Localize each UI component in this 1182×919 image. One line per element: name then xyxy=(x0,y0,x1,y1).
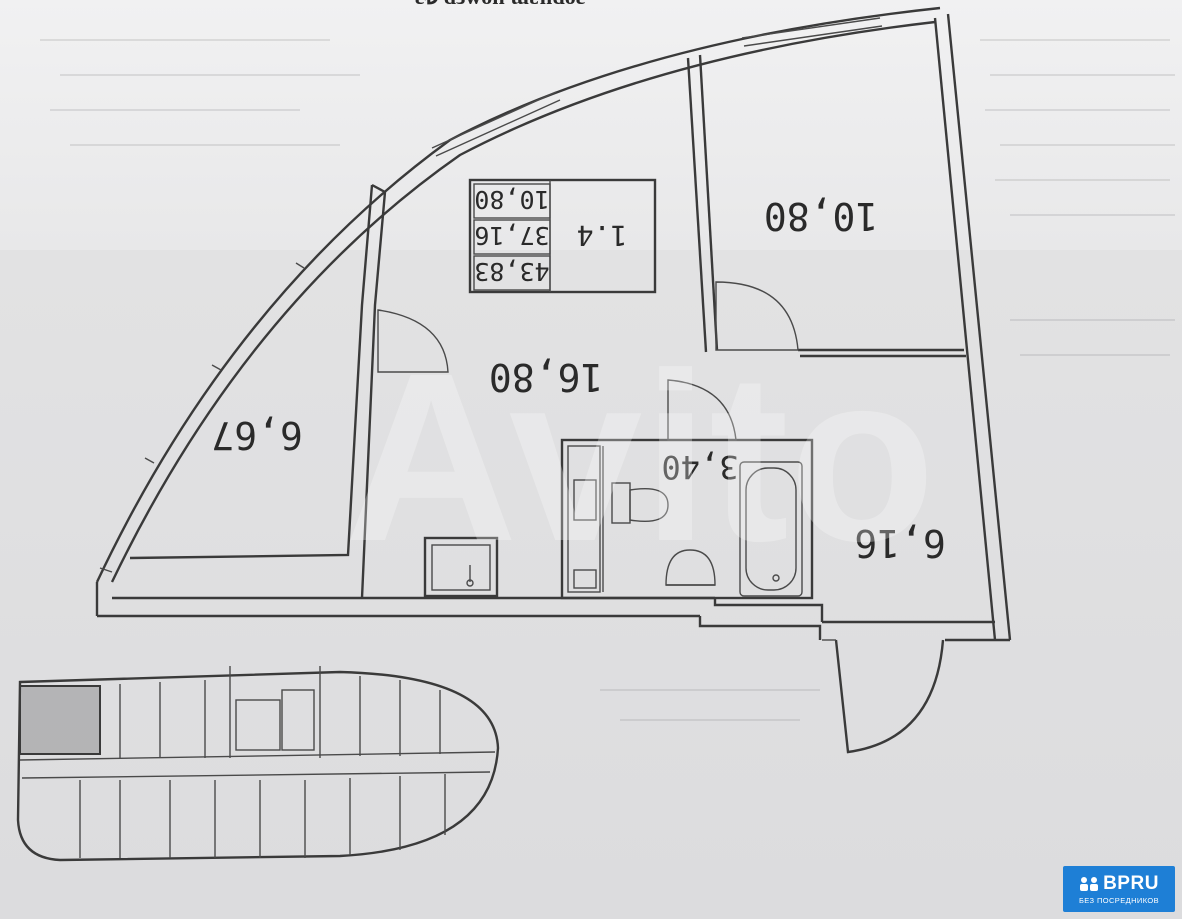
room-labels: 16,80 6,67 10,80 3,40 6,16 xyxy=(211,194,946,565)
top-cut-text: ɛ₺ dɜwoн ɯɐнdоɛ xyxy=(415,0,586,9)
legend-living-area: 37,16 xyxy=(474,221,549,250)
washer-fixture xyxy=(573,479,597,589)
watermark: Avito xyxy=(344,323,935,591)
bpru-badge[interactable]: BPRU БЕЗ ПОСРЕДНИКОВ xyxy=(1063,866,1175,912)
toilet-fixture xyxy=(611,482,669,524)
paper-top-glare xyxy=(0,0,1182,250)
background-text-lines xyxy=(40,39,1175,721)
people-icon xyxy=(1079,876,1099,892)
washbasin-fixture xyxy=(665,549,716,586)
apartment-code: 1.4 xyxy=(577,219,628,252)
legend-total-area: 10,80 xyxy=(474,185,549,214)
legend-box: 10,80 37,16 43,83 1.4 xyxy=(468,178,657,294)
interior-walls xyxy=(129,54,966,600)
outer-wall xyxy=(95,6,941,583)
room-right-bottom-area-label: 6,16 xyxy=(854,521,946,565)
paper-lower-shadow xyxy=(0,250,1182,919)
sink-fixture xyxy=(423,536,499,598)
balcony xyxy=(822,639,945,754)
legend-floor-area: 43,83 xyxy=(474,257,549,286)
bathtub-fixture xyxy=(739,461,803,597)
bathroom-area-label: 3,40 xyxy=(661,448,738,486)
building-key-plan xyxy=(16,666,500,862)
right-wall xyxy=(822,13,1012,642)
room-right-top-area-label: 10,80 xyxy=(764,194,878,238)
badge-tagline: БЕЗ ПОСРЕДНИКОВ xyxy=(1078,896,1160,905)
badge-brand: BPRU xyxy=(1103,873,1159,894)
room-left-area-label: 6,67 xyxy=(211,413,303,457)
door-swings xyxy=(377,281,799,441)
kitchen-area-label: 16,80 xyxy=(489,355,603,399)
